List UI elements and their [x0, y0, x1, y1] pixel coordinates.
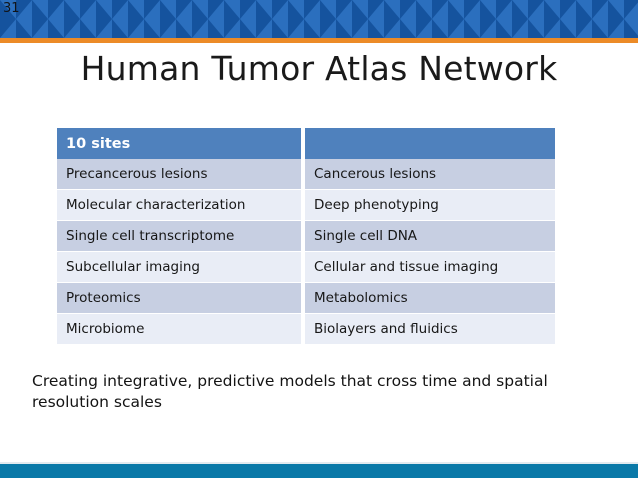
- slide-caption: Creating integrative, predictive models …: [32, 372, 548, 411]
- sites-table-container: 10 sites Precancerous lesions Cancerous …: [57, 128, 555, 344]
- table-header-cell-sites: 10 sites: [57, 128, 301, 159]
- table-row: Subcellular imaging Cellular and tissue …: [57, 252, 555, 283]
- table-row: Single cell transcriptome Single cell DN…: [57, 221, 555, 252]
- table-header-row: 10 sites: [57, 128, 555, 159]
- slide-number: 31: [3, 1, 20, 16]
- table-cell: Metabolomics: [301, 283, 555, 314]
- table-cell: Single cell DNA: [301, 221, 555, 252]
- table-row: Molecular characterization Deep phenotyp…: [57, 190, 555, 221]
- table-cell: Molecular characterization: [57, 190, 301, 221]
- sites-table: 10 sites Precancerous lesions Cancerous …: [57, 128, 555, 344]
- footer-bar: [0, 464, 638, 478]
- page-title: Human Tumor Atlas Network: [80, 49, 558, 88]
- orange-accent-rule: [0, 38, 638, 43]
- table-row: Proteomics Metabolomics: [57, 283, 555, 314]
- table-cell: Biolayers and fluidics: [301, 314, 555, 344]
- table-cell: Subcellular imaging: [57, 252, 301, 283]
- table-cell: Microbiome: [57, 314, 301, 344]
- footer-hairline: [0, 462, 638, 464]
- table-cell: Cellular and tissue imaging: [301, 252, 555, 283]
- slide-header-band: [0, 0, 638, 38]
- table-cell: Cancerous lesions: [301, 159, 555, 190]
- table-cell: Single cell transcriptome: [57, 221, 301, 252]
- table-cell: Proteomics: [57, 283, 301, 314]
- table-cell: Deep phenotyping: [301, 190, 555, 221]
- table-cell: Precancerous lesions: [57, 159, 301, 190]
- table-row: Precancerous lesions Cancerous lesions: [57, 159, 555, 190]
- table-header-cell-empty: [301, 128, 555, 159]
- table-row: Microbiome Biolayers and fluidics: [57, 314, 555, 344]
- triangle-pattern-graphic: [0, 0, 638, 38]
